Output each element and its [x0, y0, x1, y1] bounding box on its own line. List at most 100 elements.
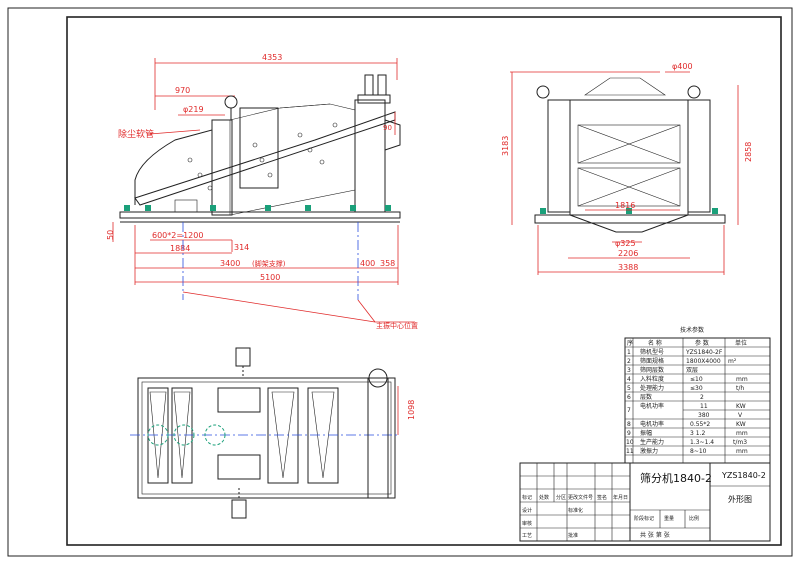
svg-text:6: 6 [627, 394, 631, 401]
tb-left-label: 设计 [522, 507, 532, 514]
label-dust-pipe: 除尘软管 [118, 128, 154, 140]
tb-left-label: 标准化 [568, 507, 583, 514]
table-row: 5 处理能力 ≤30 t/h [627, 384, 744, 392]
svg-text:mm: mm [736, 376, 748, 383]
table-row: 4 入料粒度 ≤10 mm [627, 375, 748, 383]
plan-view: 1098 [130, 347, 416, 519]
svg-text:层数: 层数 [640, 393, 652, 401]
drawing-number: YZS1840-2 [721, 471, 766, 480]
svg-text:9: 9 [627, 430, 631, 437]
svg-text:≤30: ≤30 [690, 385, 703, 392]
svg-text:生产能力: 生产能力 [640, 438, 664, 446]
dim-3388: 3388 [618, 263, 638, 272]
dim-50: 50 [106, 230, 115, 240]
side-view: φ400 3183 2858 1816 φ325 2206 3388 [501, 62, 753, 275]
dim-1884: 1884 [170, 244, 190, 253]
svg-text:处理能力: 处理能力 [640, 384, 664, 392]
svg-text:mm: mm [736, 430, 748, 437]
params-heading: 技术参数 [680, 326, 704, 334]
tb-row-label: 标记 [522, 494, 532, 501]
col-unit: 单位 [735, 339, 747, 347]
svg-text:4: 4 [627, 376, 631, 383]
table-row: 10 生产能力 1.3~1.4 t/m3 [626, 438, 747, 446]
tb-row-label: 分区 [556, 494, 566, 501]
table-row: 1 筛机型号 YZS1840-2F [627, 348, 723, 356]
inner-border [66, 16, 782, 546]
dim-3400-note: (脚架支撑) [252, 259, 286, 268]
svg-text:8: 8 [627, 421, 631, 428]
table-row: 6 层数 2 [627, 393, 704, 401]
svg-text:11: 11 [626, 448, 634, 455]
tb-row-label: 年月日 [613, 494, 628, 501]
dim-1098: 1098 [407, 400, 416, 420]
tb-row-label: 处数 [539, 494, 549, 501]
tb-left-label: 审核 [522, 520, 532, 527]
svg-text:t/h: t/h [736, 385, 744, 392]
svg-text:双层: 双层 [686, 367, 698, 374]
svg-text:KW: KW [736, 421, 746, 428]
dim-400: 400 [360, 259, 375, 268]
svg-text:8~10: 8~10 [690, 448, 707, 455]
sheet-type: 外形图 [728, 494, 752, 504]
svg-text:10: 10 [626, 439, 634, 446]
dim-height-3183: 3183 [501, 136, 510, 156]
col-no: 序 [627, 339, 633, 347]
svg-text:0.55*2: 0.55*2 [690, 421, 710, 428]
svg-text:5: 5 [627, 385, 631, 392]
svg-text:mm: mm [736, 448, 748, 455]
dim-5100: 5100 [260, 273, 280, 282]
dim-600x2: 600*2=1200 [152, 231, 203, 240]
dim-outlet-dia: φ325 [615, 239, 636, 248]
svg-text:入料粒度: 入料粒度 [640, 375, 664, 383]
table-row: 11 激振力 8~10 mm [626, 447, 748, 455]
dim-height-2858: 2858 [744, 142, 753, 162]
table-row: 3 筛网层数 双层 [627, 366, 698, 374]
tb-row-label: 更改文件号 [568, 494, 593, 501]
tb-mid-label: 阶段标记 [634, 515, 654, 522]
svg-text:振幅: 振幅 [640, 429, 652, 437]
dim-970: 970 [175, 86, 190, 95]
svg-text:1800X4000: 1800X4000 [686, 358, 721, 365]
svg-text:380: 380 [698, 412, 710, 419]
tb-mid-label: 重量 [664, 515, 674, 522]
svg-text:7: 7 [627, 407, 631, 414]
svg-text:KW: KW [736, 403, 746, 410]
svg-text:2: 2 [627, 358, 631, 365]
svg-text:电机功率: 电机功率 [640, 402, 664, 410]
label-center-position: 主振中心位置 [376, 321, 418, 330]
tb-left-label: 批准 [568, 532, 578, 539]
dim-358: 358 [380, 259, 395, 268]
tb-mid-label: 比例 [689, 515, 699, 522]
params-table: 技术参数 序 名 称 参 数 单位 1 筛机型号 YZS1840-2F 2 筛面… [624, 326, 771, 464]
svg-text:激振力: 激振力 [640, 447, 658, 455]
tb-row-label: 签名 [597, 494, 607, 501]
product-name: 筛分机1840-2 [640, 471, 712, 485]
table-row: 2 筛面规格 1800X4000 m² [627, 357, 737, 365]
svg-text:3 1.2: 3 1.2 [690, 430, 705, 437]
dim-pipe-dia: φ219 [183, 105, 204, 114]
front-view: 4353 970 φ219 除尘软管 [106, 53, 418, 330]
dim-1816: 1816 [615, 201, 635, 210]
svg-text:V: V [738, 412, 743, 419]
dim-2206: 2206 [618, 249, 638, 258]
svg-text:筛机型号: 筛机型号 [640, 348, 664, 356]
table-row: 8 电机功率 0.55*2 KW [627, 420, 746, 428]
svg-text:电机功率: 电机功率 [640, 420, 664, 428]
dim-3400: 3400 [220, 259, 240, 268]
dim-314: 314 [234, 243, 249, 252]
svg-text:1.3~1.4: 1.3~1.4 [690, 439, 714, 446]
dim-90: 90 [383, 124, 392, 132]
svg-text:11: 11 [700, 403, 708, 410]
col-value: 参 数 [695, 339, 709, 347]
outer-border [7, 7, 793, 557]
svg-text:m²: m² [728, 358, 737, 365]
table-row: 9 振幅 3 1.2 mm [627, 429, 748, 437]
svg-text:≤10: ≤10 [690, 376, 703, 383]
col-name: 名 称 [648, 339, 662, 347]
svg-text:YZS1840-2F: YZS1840-2F [685, 349, 723, 356]
title-block: 标记 处数 分区 更改文件号 签名 年月日 设计 标准化 审核 工艺 批准 筛分… [519, 462, 771, 542]
svg-text:3: 3 [627, 367, 631, 374]
svg-text:2: 2 [700, 394, 704, 401]
svg-text:t/m3: t/m3 [733, 439, 747, 446]
